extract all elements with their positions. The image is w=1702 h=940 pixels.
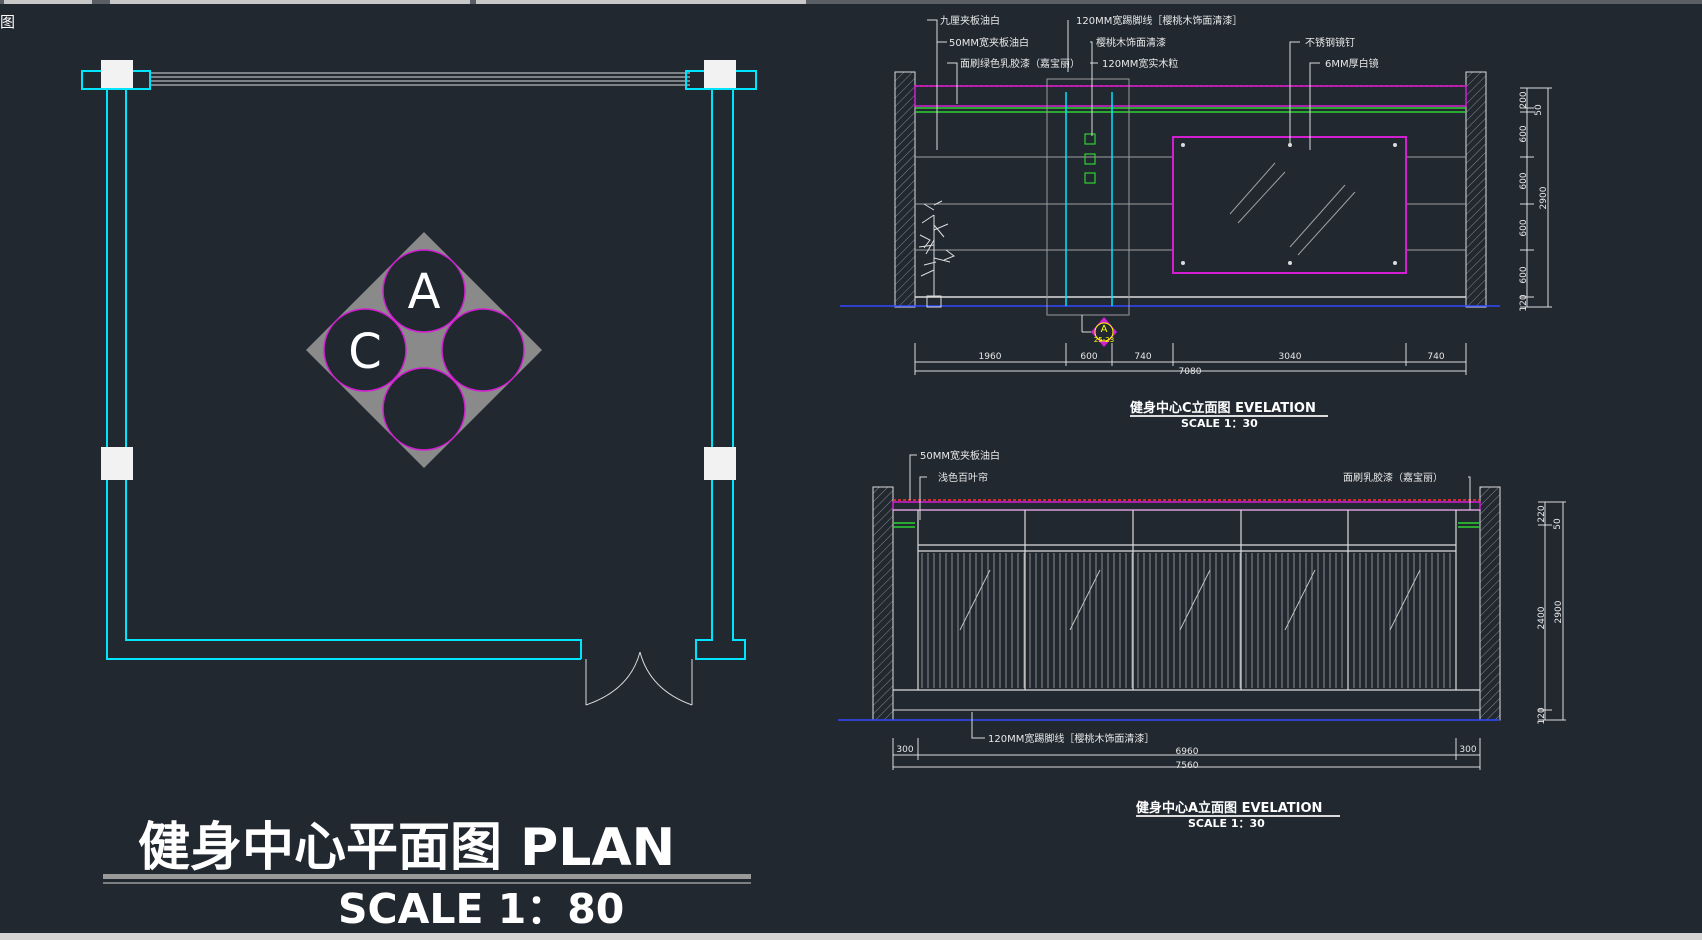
viewport-label: 图 bbox=[0, 13, 16, 31]
label-a-2: 浅色百叶帘 bbox=[938, 471, 988, 484]
plan-door bbox=[585, 651, 693, 706]
elevation-a-title: 健身中心A立面图 EVELATION bbox=[1136, 800, 1322, 816]
floor-plan: A C 健身中心平面图 PLAN SCALE 1：80 bbox=[81, 60, 757, 933]
dim-right-8: 120 bbox=[1519, 294, 1529, 311]
elevation-a: 220 50 2400 2900 120 300 6960 300 7560 bbox=[838, 449, 1566, 830]
dim-a-right-2: 50 bbox=[1553, 518, 1563, 530]
plant-decoration bbox=[918, 200, 956, 308]
elevation-c-scale: SCALE 1：30 bbox=[1181, 417, 1258, 430]
label-a-4: 120MM宽踢脚线［樱桃木饰面清漆］ bbox=[988, 732, 1154, 745]
top-toolbar-strip bbox=[0, 0, 1702, 4]
dim-a-bottom-1: 300 bbox=[896, 745, 913, 755]
tab-strip-3[interactable] bbox=[476, 0, 806, 4]
elevation-index-marker: A C bbox=[306, 232, 542, 468]
label-c-6: 120MM宽实木粒 bbox=[1102, 57, 1178, 70]
plan-title-underline bbox=[103, 874, 751, 879]
label-c-7: 不锈钢镜钉 bbox=[1305, 36, 1355, 49]
label-c-8: 6MM厚白镜 bbox=[1325, 57, 1379, 70]
dim-bottom-4: 3040 bbox=[1279, 352, 1302, 362]
callout-sheet: 25-23 bbox=[1094, 336, 1114, 344]
mirror-panel bbox=[1172, 136, 1407, 274]
dim-total: 7080 bbox=[1179, 367, 1202, 377]
index-callout: A 25-23 bbox=[1081, 315, 1117, 347]
elevation-c: 200 50 600 600 600 600 2900 120 1960 600… bbox=[840, 14, 1552, 430]
dim-right-4: 600 bbox=[1519, 172, 1529, 189]
dim-a-right-1: 220 bbox=[1537, 505, 1547, 522]
dim-a-total: 7560 bbox=[1176, 761, 1199, 771]
elevation-c-title: 健身中心C立面图 EVELATION bbox=[1130, 400, 1316, 416]
plan-scale: SCALE 1：80 bbox=[338, 885, 624, 933]
dim-bottom-2: 600 bbox=[1080, 352, 1097, 362]
label-c-5: 樱桃木饰面清漆 bbox=[1096, 36, 1166, 49]
dim-right-1: 200 bbox=[1519, 91, 1529, 108]
dim-bottom-1: 1960 bbox=[979, 352, 1002, 362]
label-c-4: 120MM宽踢脚线［樱桃木饰面清漆］ bbox=[1076, 14, 1242, 27]
dim-right-total: 2900 bbox=[1539, 186, 1549, 209]
plan-window-wall bbox=[150, 72, 690, 86]
dim-right-5: 600 bbox=[1519, 219, 1529, 236]
dim-right-3: 600 bbox=[1519, 125, 1529, 142]
dim-right-2: 50 bbox=[1534, 104, 1544, 116]
marker-letter-a: A bbox=[408, 264, 441, 320]
elevation-a-scale: SCALE 1：30 bbox=[1188, 817, 1265, 830]
dim-a-bottom-2: 6960 bbox=[1176, 747, 1199, 757]
plan-walls bbox=[81, 70, 757, 660]
plan-columns bbox=[101, 60, 736, 480]
dim-a-right-4: 2900 bbox=[1554, 600, 1564, 623]
tab-strip-1[interactable] bbox=[4, 0, 92, 4]
tab-strip-2[interactable] bbox=[110, 0, 470, 4]
dim-a-right-3: 2400 bbox=[1537, 606, 1547, 629]
label-c-1: 九厘夹板油白 bbox=[940, 14, 1000, 27]
dim-right-6: 600 bbox=[1519, 266, 1529, 283]
marker-letter-c: C bbox=[348, 324, 382, 380]
blinds bbox=[921, 553, 1451, 688]
dim-a-bottom-3: 300 bbox=[1459, 745, 1476, 755]
label-c-3: 面刷绿色乳胶漆（嘉宝丽） bbox=[960, 57, 1080, 70]
dim-bottom-5: 740 bbox=[1427, 352, 1444, 362]
dim-bottom-3: 740 bbox=[1134, 352, 1151, 362]
status-bar-strip bbox=[0, 933, 1702, 940]
plan-title: 健身中心平面图 PLAN bbox=[138, 818, 675, 878]
callout-letter: A bbox=[1101, 324, 1108, 335]
label-a-3: 面刷乳胶漆（嘉宝丽） bbox=[1343, 471, 1443, 484]
label-a-1: 50MM宽夹板油白 bbox=[920, 449, 1000, 462]
dim-a-right-5: 120 bbox=[1537, 707, 1547, 724]
label-c-2: 50MM宽夹板油白 bbox=[949, 36, 1029, 49]
